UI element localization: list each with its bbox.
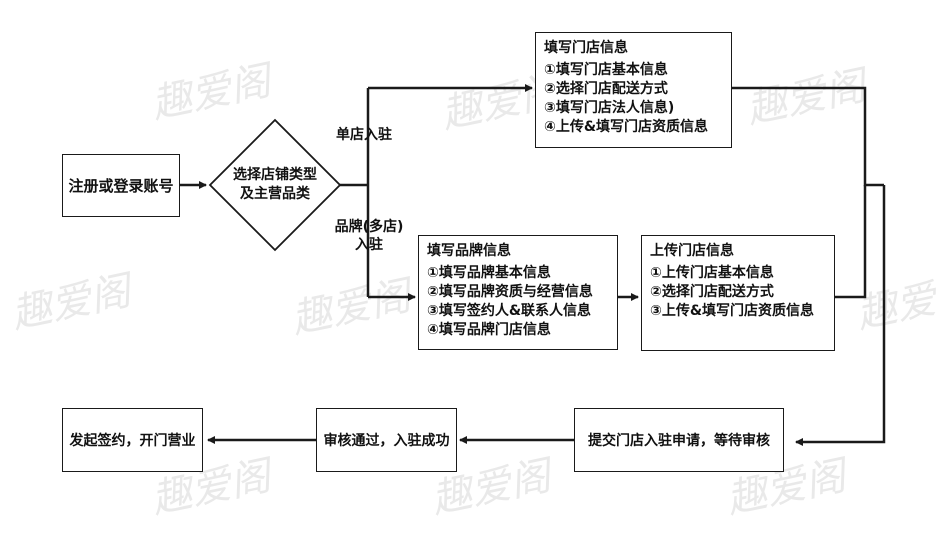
submit-label: 提交门店入驻申请，等待审核 [588, 433, 770, 449]
single-store-item: ③填写门店法人信息) [544, 100, 675, 116]
single-store-item: ①填写门店基本信息 [544, 62, 668, 78]
brand-info-title: 填写品牌信息 [427, 243, 511, 259]
single-store-item: ②选择门店配送方式 [544, 81, 668, 97]
edge-label-brand: 品牌(多店) 入驻 [326, 218, 412, 254]
upload-store-title: 上传门店信息 [650, 243, 734, 259]
single-store-box: 填写门店信息 ①填写门店基本信息 ②选择门店配送方式 ③填写门店法人信息) ④上… [535, 32, 732, 148]
single-store-item: ④上传&填写门店资质信息 [544, 119, 709, 135]
upload-store-box: 上传门店信息 ①上传门店基本信息 ②选择门店配送方式 ③上传&填写门店资质信息 [641, 235, 835, 351]
register-box: 注册或登录账号 [62, 154, 180, 217]
sign-box: 发起签约，开门营业 [62, 408, 203, 472]
brand-info-box: 填写品牌信息 ①填写品牌基本信息 ②填写品牌资质与经营信息 ③填写签约人&联系人… [418, 235, 618, 350]
choose-type-line1: 选择店铺类型 [233, 167, 317, 183]
brand-info-item: ④填写品牌门店信息 [427, 322, 551, 338]
edge-single-store-merge [732, 86, 884, 187]
brand-info-item: ①填写品牌基本信息 [427, 265, 551, 281]
single-store-title: 填写门店信息 [544, 40, 628, 56]
sign-label: 发起签约，开门营业 [69, 433, 196, 449]
approved-label: 审核通过，入驻成功 [323, 433, 450, 449]
register-label: 注册或登录账号 [68, 177, 174, 195]
edge-upload-merge [835, 185, 867, 299]
edge-label-brand-line2: 入驻 [355, 237, 383, 253]
edge-label-single: 单店入驻 [336, 127, 392, 143]
submit-box: 提交门店入驻申请，等待审核 [574, 408, 784, 472]
brand-info-item: ②填写品牌资质与经营信息 [427, 284, 593, 300]
edge-merge-to-submit [795, 185, 886, 446]
choose-type-line2: 及主营品类 [240, 186, 310, 202]
decision-diamond [208, 118, 342, 252]
choose-type-label: 选择店铺类型 及主营品类 [222, 166, 328, 204]
edge-label-brand-line1: 品牌(多店) [334, 219, 404, 235]
brand-info-item: ③填写签约人&联系人信息 [427, 303, 592, 319]
approved-box: 审核通过，入驻成功 [316, 408, 457, 472]
upload-store-item: ②选择门店配送方式 [650, 284, 774, 300]
upload-store-item: ①上传门店基本信息 [650, 265, 774, 281]
upload-store-item: ③上传&填写门店资质信息 [650, 303, 815, 319]
